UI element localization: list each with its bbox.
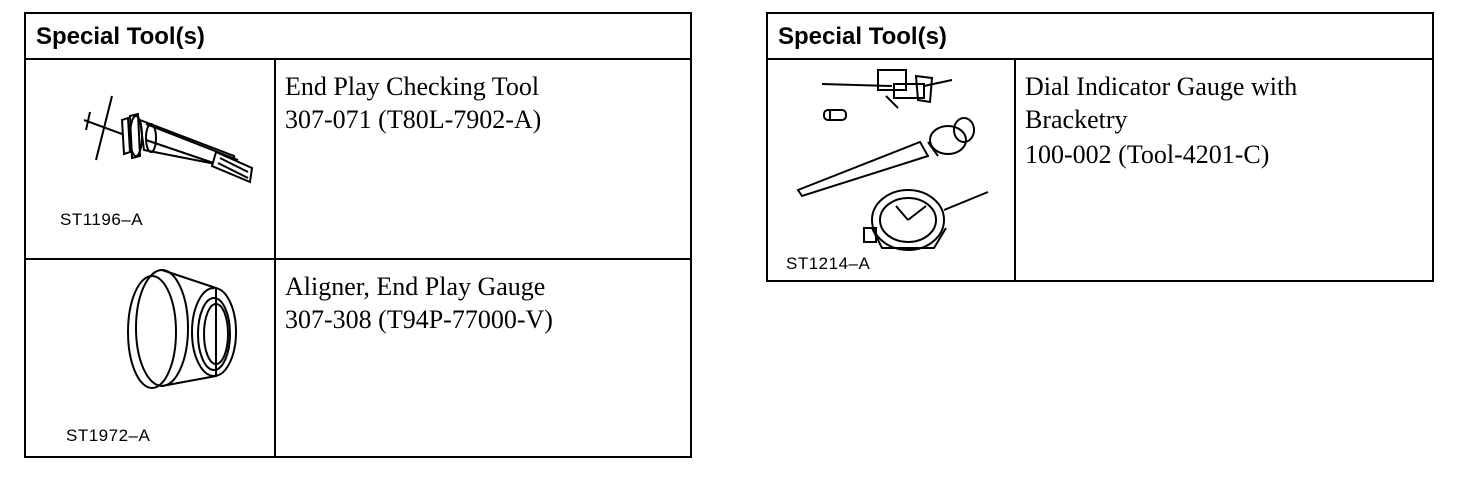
tool-image-code: ST1196–A	[60, 210, 144, 229]
tool-name-line-1: Dial Indicator Gauge with	[1025, 72, 1298, 101]
tool-description: End Play Checking Tool 307-071 (T80L-790…	[276, 60, 690, 258]
tool-image-cell: ST1196–A	[26, 60, 276, 258]
special-tools-table-right: Special Tool(s)	[766, 12, 1434, 282]
tool-image-code: ST1214–A	[786, 254, 871, 273]
tool-description: Dial Indicator Gauge with Bracketry 100-…	[1016, 60, 1432, 280]
end-play-checking-tool-icon	[83, 95, 254, 184]
tool-number: 307-308 (T94P-77000-V)	[285, 305, 553, 334]
tool-number: 100-002 (Tool-4201-C)	[1025, 140, 1270, 169]
tool-name: End Play Checking Tool	[285, 72, 540, 101]
tool-name: Aligner, End Play Gauge	[285, 272, 546, 301]
table-header: Special Tool(s)	[26, 14, 690, 60]
dial-indicator-gauge-icon	[796, 69, 989, 251]
table-row: ST1214–A Dial Indicator Gauge with Brack…	[768, 60, 1432, 280]
table-row: ST1196–A End Play Checking Tool 307-071 …	[26, 60, 690, 258]
tool-number: 307-071 (T80L-7902-A)	[285, 105, 542, 134]
tool-name-line-2: Bracketry	[1025, 105, 1128, 134]
tool-image-cell: ST1972–A	[26, 260, 276, 456]
table-row: ST1972–A Aligner, End Play Gauge 307-308…	[26, 258, 690, 456]
tool-description: Aligner, End Play Gauge 307-308 (T94P-77…	[276, 260, 690, 456]
table-header: Special Tool(s)	[768, 14, 1432, 60]
tool-image-code: ST1972–A	[66, 426, 151, 445]
tool-image-cell: ST1214–A	[768, 60, 1016, 280]
end-play-gauge-aligner-icon	[127, 269, 237, 389]
special-tools-table-left: Special Tool(s)	[24, 12, 692, 458]
